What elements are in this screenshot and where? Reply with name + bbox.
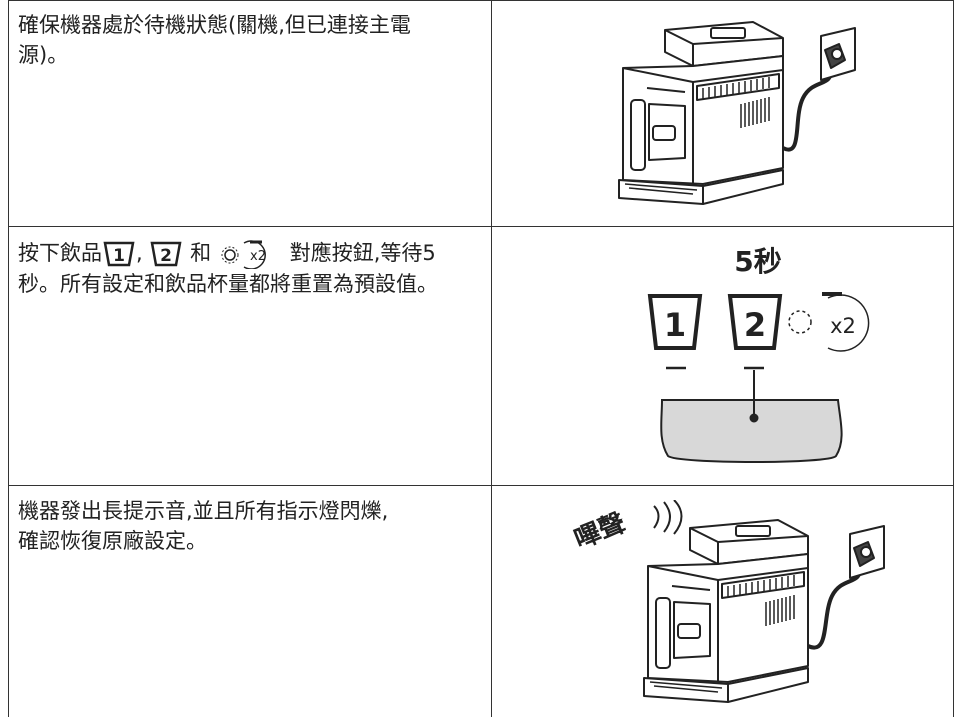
step-1-line-2: 源)。 [18, 43, 69, 67]
settings-x2-icon: x2 [221, 240, 266, 269]
settings-x2-label: x2 [250, 249, 266, 264]
step-2-line-1: 按下飲品 1 , 2 和 x2 對應按鈕,等待5 [18, 238, 488, 269]
panel-button-2-number: 2 [744, 306, 766, 344]
panel-button-1-number: 1 [664, 306, 686, 344]
step-2-line-2: 秒。所有設定和飲品杯量都將重置為預設值。 [18, 272, 438, 296]
table-border-left [8, 0, 9, 717]
coffee-machine-plugged-in-illustration [618, 21, 856, 205]
drink-button-2-icon: 2 [150, 241, 182, 267]
control-panel-illustration: 1 2 x2 [647, 292, 870, 463]
step-3-line-2: 確認恢復原廠設定。 [18, 529, 207, 553]
step-2-and: 和 [190, 241, 212, 265]
table-border-top [8, 0, 954, 1]
row-divider-1 [8, 226, 954, 227]
step-3-text: 機器發出長提示音,並且所有指示燈閃爍, 確認恢復原廠設定。 [18, 496, 488, 556]
instruction-table: 確保機器處於待機狀態(關機,但已連接主電 源)。 [8, 0, 954, 717]
drink-button-1-number: 1 [113, 246, 125, 266]
coffee-machine-beeping-illustration [643, 519, 885, 703]
step-2-suffix: 對應按鈕,等待5 [289, 241, 436, 265]
sound-waves-icon [653, 500, 683, 535]
step-2-sep: , [136, 241, 143, 265]
drink-button-1-icon: 1 [103, 241, 135, 267]
duration-label: 5秒 [734, 245, 782, 278]
row-divider-2 [8, 485, 954, 486]
step-1-line-1: 確保機器處於待機狀態(關機,但已連接主電 [18, 13, 411, 37]
panel-x2-label: x2 [830, 314, 856, 338]
step-2-text: 按下飲品 1 , 2 和 x2 對應按鈕,等待5 秒。所有設定和飲品杯量都將重置… [18, 238, 488, 299]
step-3-line-1: 機器發出長提示音,並且所有指示燈閃爍, [18, 499, 389, 523]
table-border-right [953, 0, 954, 717]
step-2-prefix: 按下飲品 [18, 241, 102, 265]
step-1-text: 確保機器處於待機狀態(關機,但已連接主電 源)。 [18, 10, 483, 70]
column-divider [491, 0, 492, 717]
drink-button-2-number: 2 [160, 246, 172, 266]
